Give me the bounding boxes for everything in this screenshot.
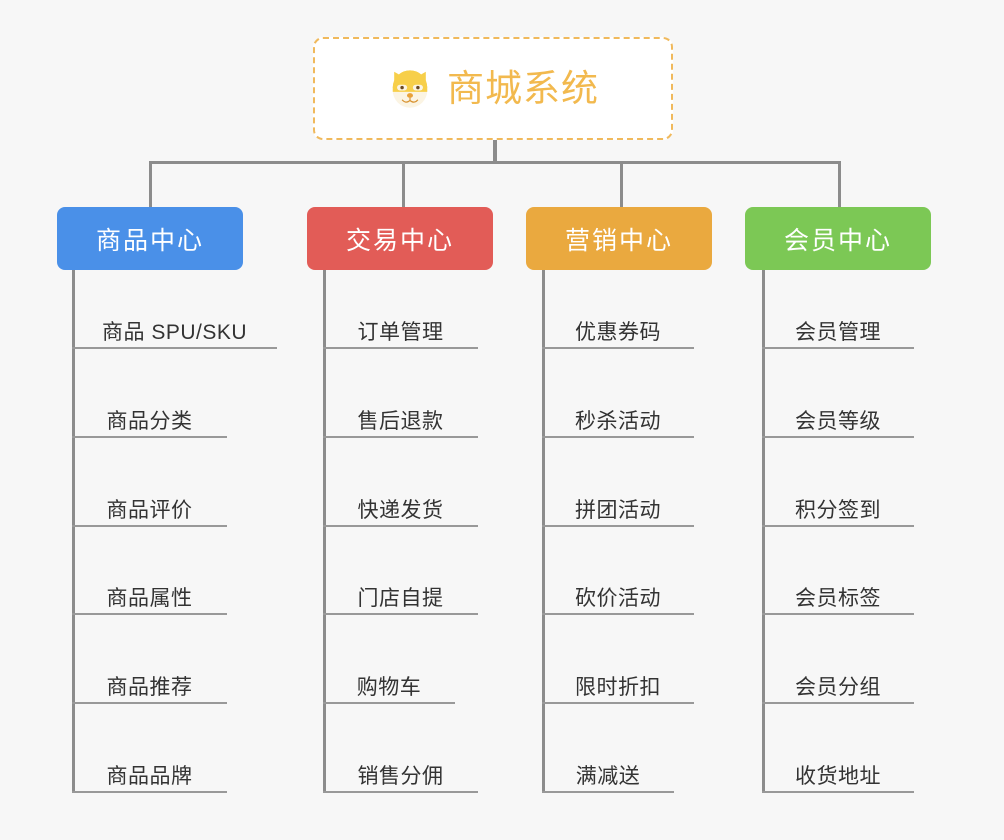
leaf-item[interactable]: 会员等级	[762, 394, 914, 438]
leaf-label: 优惠券码	[575, 320, 661, 344]
leaf-item[interactable]: 会员分组	[762, 660, 914, 704]
category-box-1[interactable]: 商品中心	[57, 207, 243, 270]
leaf-label: 商品 SPU/SKU	[101, 320, 248, 344]
leaf-label: 会员等级	[795, 409, 881, 433]
connector-drop-3	[620, 161, 623, 208]
leaf-item[interactable]: 积分签到	[762, 483, 914, 527]
leaf-item[interactable]: 砍价活动	[542, 571, 694, 615]
branch-trunk-3	[542, 270, 545, 793]
leaf-label: 商品评价	[106, 498, 193, 522]
leaf-label: 订单管理	[357, 320, 444, 344]
leaf-item[interactable]: 销售分佣	[323, 749, 478, 793]
leaf-label: 购物车	[356, 675, 422, 699]
category-box-3[interactable]: 营销中心	[526, 207, 712, 270]
leaf-item[interactable]: 商品推荐	[72, 660, 227, 704]
leaf-label: 收货地址	[795, 764, 881, 788]
leaf-label: 售后退款	[357, 409, 444, 433]
category-label-2: 交易中心	[345, 226, 454, 255]
leaf-label: 门店自提	[357, 586, 444, 610]
leaf-item[interactable]: 订单管理	[323, 305, 478, 349]
leaf-item[interactable]: 快递发货	[323, 483, 478, 527]
category-label-3: 营销中心	[564, 226, 673, 255]
leaf-item[interactable]: 拼团活动	[542, 483, 694, 527]
leaf-label: 商品推荐	[106, 675, 193, 699]
root-title: 商城系统	[447, 68, 599, 109]
leaf-label: 限时折扣	[575, 675, 661, 699]
branch-trunk-4	[762, 270, 765, 793]
category-box-4[interactable]: 会员中心	[745, 207, 931, 270]
shiba-dog-face-icon	[387, 66, 433, 112]
leaf-item[interactable]: 满减送	[542, 749, 674, 793]
leaf-label: 商品品牌	[106, 764, 193, 788]
root-node[interactable]: 商城系统	[313, 37, 673, 140]
leaf-label: 商品属性	[106, 586, 193, 610]
leaf-item[interactable]: 秒杀活动	[542, 394, 694, 438]
leaf-label: 快递发货	[357, 498, 444, 522]
branch-trunk-2	[323, 270, 326, 793]
leaf-item[interactable]: 购物车	[323, 660, 455, 704]
leaf-item[interactable]: 限时折扣	[542, 660, 694, 704]
leaf-item[interactable]: 商品 SPU/SKU	[72, 305, 277, 349]
leaf-label: 拼团活动	[575, 498, 661, 522]
leaf-item[interactable]: 优惠券码	[542, 305, 694, 349]
leaf-label: 满减送	[575, 764, 641, 788]
leaf-item[interactable]: 商品属性	[72, 571, 227, 615]
branch-trunk-1	[72, 270, 75, 793]
leaf-item[interactable]: 商品评价	[72, 483, 227, 527]
leaf-label: 秒杀活动	[575, 409, 661, 433]
leaf-label: 砍价活动	[575, 586, 661, 610]
leaf-item[interactable]: 收货地址	[762, 749, 914, 793]
leaf-item[interactable]: 商品分类	[72, 394, 227, 438]
connector-drop-1	[149, 161, 152, 208]
leaf-label: 销售分佣	[357, 764, 444, 788]
leaf-item[interactable]: 会员管理	[762, 305, 914, 349]
leaf-label: 会员管理	[795, 320, 881, 344]
connector-drop-4	[838, 161, 841, 208]
leaf-label: 会员标签	[795, 586, 881, 610]
category-label-1: 商品中心	[95, 226, 204, 255]
leaf-label: 商品分类	[106, 409, 193, 433]
leaf-label: 会员分组	[795, 675, 881, 699]
connector-horizontal-bus	[149, 161, 841, 164]
category-label-4: 会员中心	[783, 226, 892, 255]
category-box-2[interactable]: 交易中心	[307, 207, 493, 270]
leaf-item[interactable]: 售后退款	[323, 394, 478, 438]
connector-root-stem	[493, 140, 497, 164]
leaf-label: 积分签到	[795, 498, 881, 522]
leaf-item[interactable]: 门店自提	[323, 571, 478, 615]
connector-drop-2	[402, 161, 405, 208]
leaf-item[interactable]: 会员标签	[762, 571, 914, 615]
leaf-item[interactable]: 商品品牌	[72, 749, 227, 793]
